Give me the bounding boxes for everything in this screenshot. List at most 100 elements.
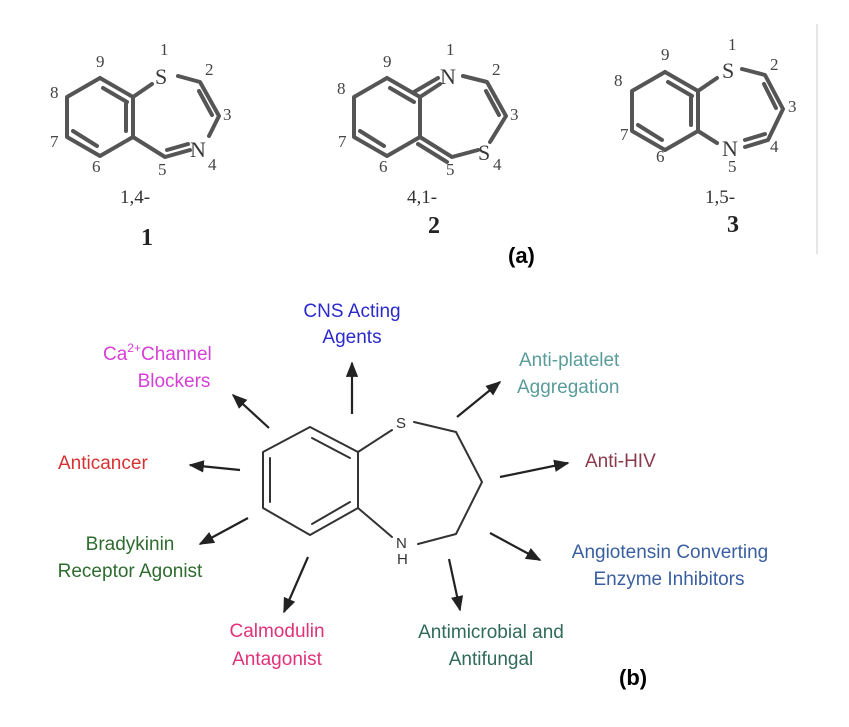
double-bond (101, 86, 129, 104)
atom-n: N (190, 137, 206, 162)
compound-number: 1 (141, 225, 153, 251)
benzene-ring (630, 70, 700, 152)
activity-label-line: CNS Acting (303, 301, 400, 322)
ring-number: 4 (493, 155, 502, 174)
double-bond (197, 89, 214, 117)
benzene-ring (262, 426, 359, 536)
isomer-label: 1,4- (120, 187, 150, 208)
ring-number: 7 (620, 125, 629, 144)
atom-n: N (722, 136, 738, 161)
activity-label-line: Aggregation (517, 377, 619, 398)
double-bond (358, 129, 386, 148)
ring-number: 7 (50, 132, 59, 151)
ring-number: 2 (492, 60, 501, 79)
ring-number: 5 (728, 157, 737, 176)
compound-number: 3 (727, 212, 739, 238)
activity-label-line: Enzyme Inhibitors (593, 569, 744, 590)
double-bond (666, 80, 694, 98)
arrow-ace (489, 532, 542, 561)
panel-b-label: (b) (619, 665, 647, 690)
ring-number: 2 (770, 55, 779, 74)
arrow-antihiv (499, 459, 570, 479)
double-bond (388, 86, 416, 104)
isomer-label: 4,1- (407, 187, 437, 208)
activity-label-line: Angiotensin Converting (572, 542, 768, 563)
double-bond (416, 142, 449, 164)
ring-number: 3 (510, 105, 519, 124)
bond-c-s (418, 135, 480, 159)
activity-calcium-channel-blockers: Ca2+Channel Blockers (103, 341, 212, 392)
double-bond (484, 89, 501, 117)
structure-1: S N 1 2 3 4 5 6 7 8 9 1,4- 1 (50, 40, 232, 251)
bond-c-n (696, 129, 719, 145)
activity-antimicrobial: Antimicrobial and Antifungal (418, 622, 564, 670)
compound-number: 2 (428, 213, 440, 239)
double-bond (743, 132, 767, 142)
arrow-bradykinin (198, 517, 249, 545)
activity-ace-inhibitors: Angiotensin Converting Enzyme Inhibitors (572, 542, 768, 590)
ring-number: 6 (379, 157, 388, 176)
activity-anticancer: Anticancer (58, 453, 148, 474)
activity-cns: CNS Acting Agents (303, 301, 400, 348)
double-bond (762, 82, 778, 110)
bond-c-n (131, 135, 192, 159)
activity-label-line: Receptor Agonist (58, 561, 203, 582)
activity-label-line: Antagonist (232, 649, 323, 670)
ring-number: 8 (50, 83, 59, 102)
atom-n: N (440, 64, 456, 89)
activity-label-line: Anticancer (58, 453, 148, 474)
bond-chain (740, 67, 785, 149)
activity-label-line: Calmodulin (229, 621, 324, 642)
isomer-label: 1,5- (705, 187, 735, 208)
activity-antiplatelet: Anti-platelet Aggregation (517, 350, 620, 398)
activity-label-line: Anti-HIV (585, 451, 656, 472)
ring-number: 8 (337, 79, 346, 98)
benzene-ring (352, 76, 422, 158)
bond-c-s (696, 76, 719, 93)
arrow-antiplatelet (456, 381, 502, 418)
ring-number: 3 (223, 105, 232, 124)
bond-c-n (418, 82, 442, 99)
structure-2: N S 1 2 3 4 5 6 7 8 9 4,1- 2 (337, 40, 519, 239)
bond-chain (176, 74, 221, 138)
bond-chain (461, 74, 508, 144)
ring-number: 1 (728, 35, 737, 54)
activity-anti-hiv: Anti-HIV (585, 451, 656, 472)
arrow-calcium (231, 393, 270, 429)
arrow-calmodulin (282, 556, 310, 614)
atom-n: N (396, 535, 407, 552)
arrow-anticancer (188, 460, 241, 473)
arrow-antimicrobial (447, 558, 464, 612)
ring-number: 7 (338, 132, 347, 151)
activity-label-line: Bradykinin (86, 534, 175, 555)
atom-s: S (155, 64, 167, 89)
ring-number: 4 (770, 137, 779, 156)
double-bond (311, 437, 351, 459)
ring-number: 8 (614, 71, 623, 90)
double-bond (311, 501, 351, 525)
activity-label-line: Blockers (138, 371, 211, 392)
double-bond (412, 76, 440, 94)
ring-number: 5 (446, 160, 455, 179)
benzene-ring (65, 76, 135, 158)
activity-label-line: Antifungal (449, 649, 534, 670)
ring-number: 9 (383, 52, 392, 71)
activity-label-line: Antimicrobial and (418, 622, 564, 643)
double-bond (636, 123, 664, 142)
activity-bradykinin: Bradykinin Receptor Agonist (58, 534, 203, 582)
panel-a-label: (a) (508, 243, 535, 268)
ring-number: 5 (158, 160, 167, 179)
core-structure: S N H (262, 415, 483, 568)
ring-number: 6 (92, 157, 101, 176)
ring-number: 9 (661, 45, 670, 64)
ring-number: 4 (208, 155, 217, 174)
ring-number: 9 (96, 52, 105, 71)
structure-3: S N 1 2 3 4 5 6 7 8 9 1,5- 3 (614, 35, 797, 238)
activity-label-line: Agents (322, 327, 381, 348)
ring-number: 1 (160, 40, 169, 59)
ring-number: 2 (205, 60, 214, 79)
double-bond (165, 142, 190, 152)
bond-chain (413, 421, 483, 545)
bond-c-n (357, 507, 393, 538)
